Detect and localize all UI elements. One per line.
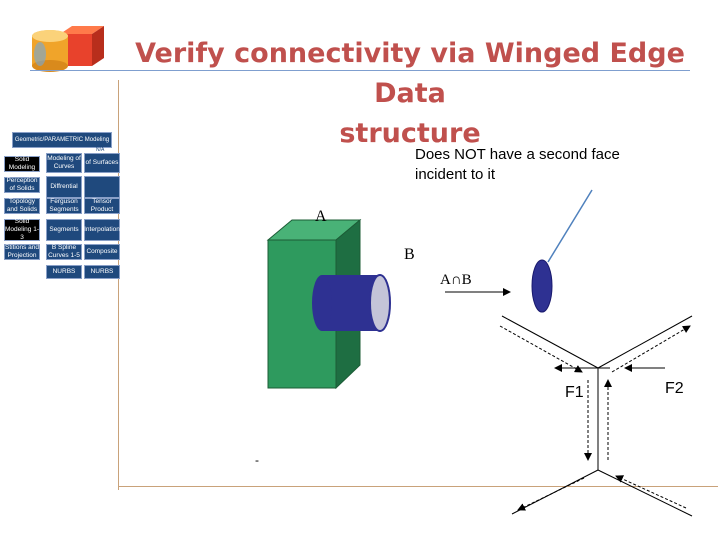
sidebar-item-nurbs-surfaces[interactable]: NURBS [84,265,120,279]
slide-title-line2: structure [339,118,481,149]
cylinder-solid-b [312,274,391,332]
slide-title-line1: Verify connectivity via Winged Edge Data [135,38,685,109]
left-rule [118,80,119,490]
title-rule [30,70,690,71]
slide-title: Verify connectivity via Winged Edge Data… [110,34,710,154]
sidebar-item-interpolation[interactable]: Interpolation [84,219,120,241]
sidebar-item-diffrential[interactable]: Diffrential [46,176,82,198]
sidebar-small-label: N/A [96,147,105,153]
no-second-face-annotation: Does NOT have a second face incident to … [415,146,620,183]
sidebar-item-b-spline-curves[interactable]: B Spline Curves 1-5 [46,244,82,260]
stray-dash: - [255,453,259,467]
logo-3d-shapes-icon [32,26,104,72]
label-intersection: A∩B [440,272,472,288]
sidebar-item-composite[interactable]: Composite [84,244,120,260]
pointer-line [547,189,593,263]
sidebar-item-solid-modeling-1-3[interactable]: Solid Modeling 1-3 [4,218,40,241]
bottom-rule [118,486,718,487]
sidebar-item-segments[interactable]: Segments [46,219,82,241]
label-a: A [315,208,327,225]
sidebar-item-perception-of-solids[interactable]: Perception of Solids [4,177,40,193]
label-b: B [404,246,415,263]
winged-edge-diagram [499,315,693,517]
sidebar-item-solid-modeling[interactable]: Solid Modeling [4,156,40,172]
sidebar-item-blank[interactable] [84,176,120,198]
intersection-ellipse [531,259,553,313]
sidebar-item-of-surfaces[interactable]: of Surfaces [84,153,120,173]
sidebar-item-ferguson-segments[interactable]: Ferguson Segments [46,198,82,214]
sidebar-header[interactable]: Geometric/PARAMETRIC Modeling [12,132,112,148]
sidebar-item-tensor-product[interactable]: Tensor Product [84,198,120,214]
label-face2: F2 [665,380,684,397]
label-face1: F1 [565,384,584,401]
sidebar-item-stitions-and-projection[interactable]: Stitions and Projection [4,244,40,260]
sidebar-item-modeling-of-curves[interactable]: Modeling of Curves [46,153,82,173]
sidebar-item-topology-and-solids[interactable]: Topology and Solids [4,198,40,214]
sidebar-item-nurbs-curves[interactable]: NURBS [46,265,82,279]
